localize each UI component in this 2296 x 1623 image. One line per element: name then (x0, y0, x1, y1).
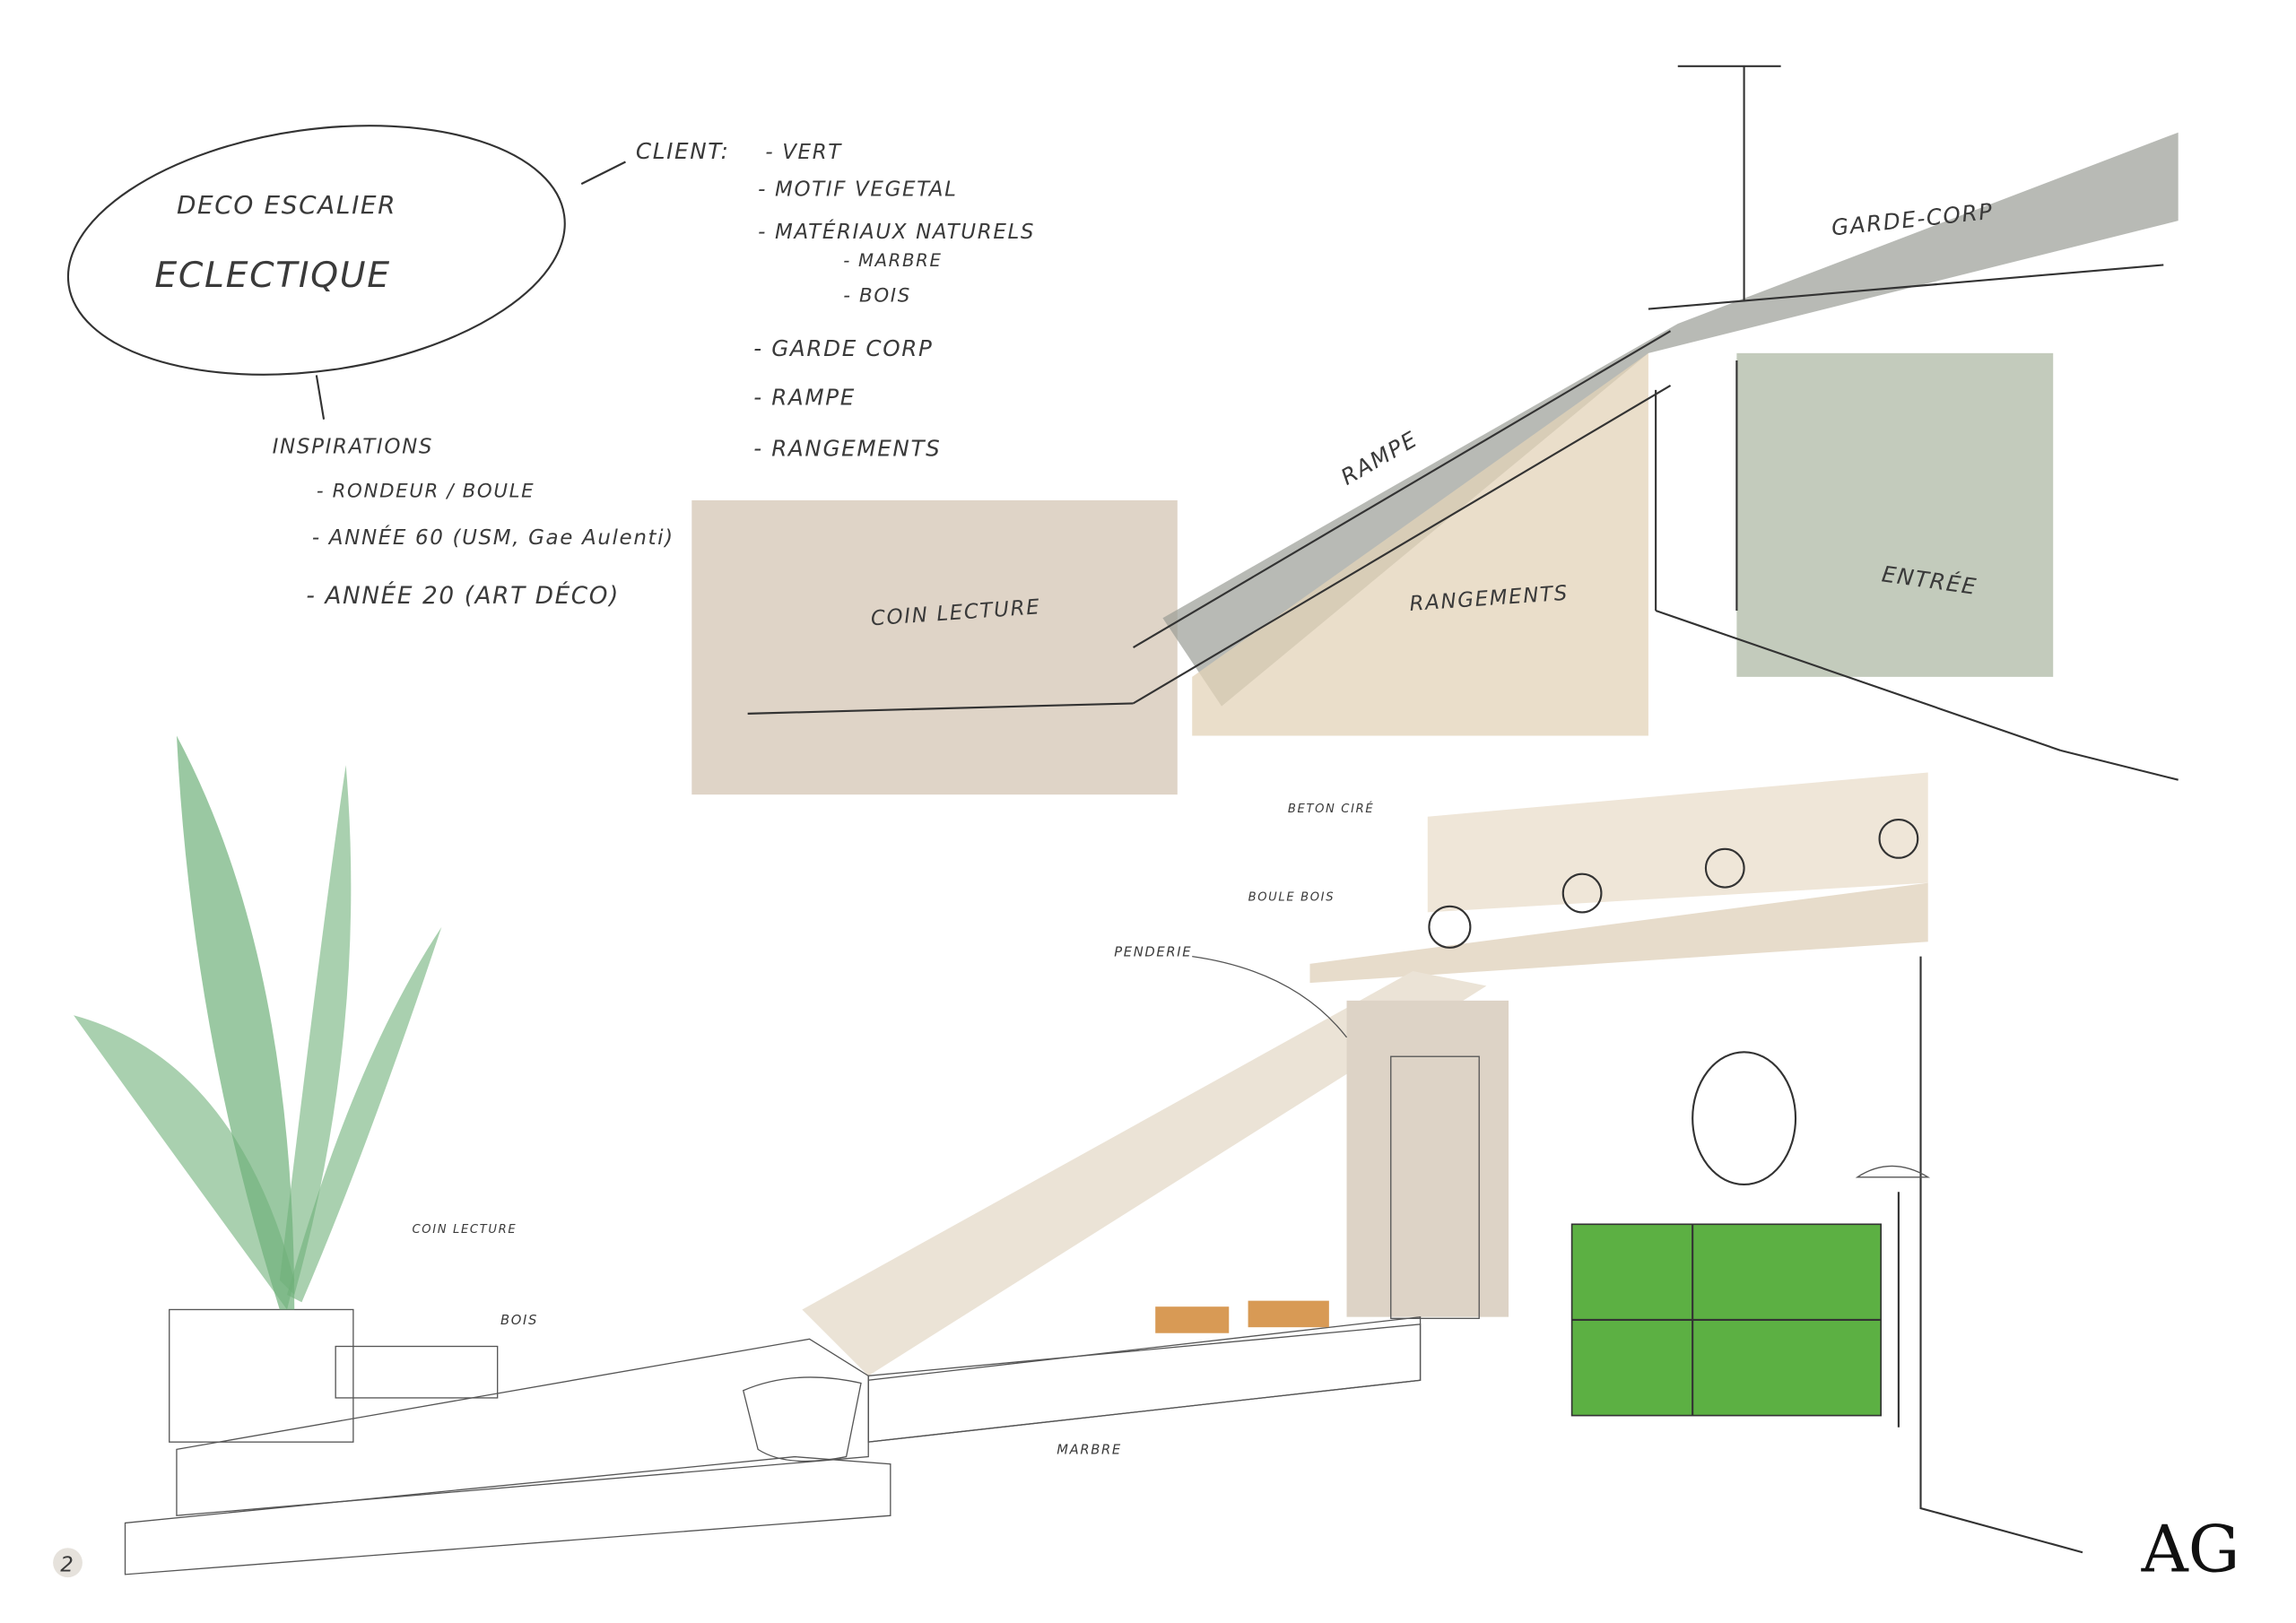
client-item: - VERT (765, 141, 842, 164)
inspiration-item: - ANNÉE 20 (ART DÉCO) (306, 581, 620, 610)
inspiration-item: - ANNÉE 60 (USM, Gae Aulenti) (312, 525, 674, 550)
label-coin-lecture-perspective: COIN LECTURE (413, 1223, 517, 1237)
label-beton-cire: BETON CIRÉ (1288, 802, 1374, 816)
staircase-perspective: BETON CIRÉ BOULE BOIS PENDERIE COIN LECT… (74, 735, 2083, 1575)
title-line1: DECO ESCALIER (177, 190, 396, 220)
staircase-elevation: GARDE-CORP RAMPE COIN LECTURE RANGEMENTS… (691, 65, 2179, 795)
label-bois: BOIS (500, 1313, 538, 1328)
plant (74, 735, 442, 1310)
client-item: - MATÉRIAUX NATURELS (758, 219, 1035, 244)
page-number-badge (53, 1548, 83, 1578)
client-label: CLIENT: (636, 138, 730, 164)
client-item: - MARBRE (843, 250, 942, 271)
client-item: - RANGEMENTS (753, 436, 941, 462)
label-boule-bois: BOULE BOIS (1248, 890, 1335, 904)
label-marbre: MARBRE (1057, 1442, 1122, 1457)
client-item: - BOIS (843, 284, 911, 307)
inspirations-label: INSPIRATIONS (273, 435, 434, 458)
title-line2: ECLECTIQUE (154, 255, 390, 296)
inspiration-item: - RONDEUR / BOULE (317, 481, 535, 503)
label-penderie: PENDERIE (1114, 945, 1192, 960)
logo: AG (2141, 1513, 2240, 1588)
client-item: - GARDE CORP (753, 335, 933, 361)
mindmap: DECO ESCALIER ECLECTIQUE CLIENT: - VERT … (66, 125, 1035, 610)
green-storage-cabinet (1570, 1223, 1883, 1417)
client-item: - RAMPE (753, 384, 856, 410)
page-number: 2 (60, 1554, 74, 1577)
title-ellipse (66, 125, 566, 376)
client-item: - MOTIF VEGETAL (758, 178, 957, 201)
